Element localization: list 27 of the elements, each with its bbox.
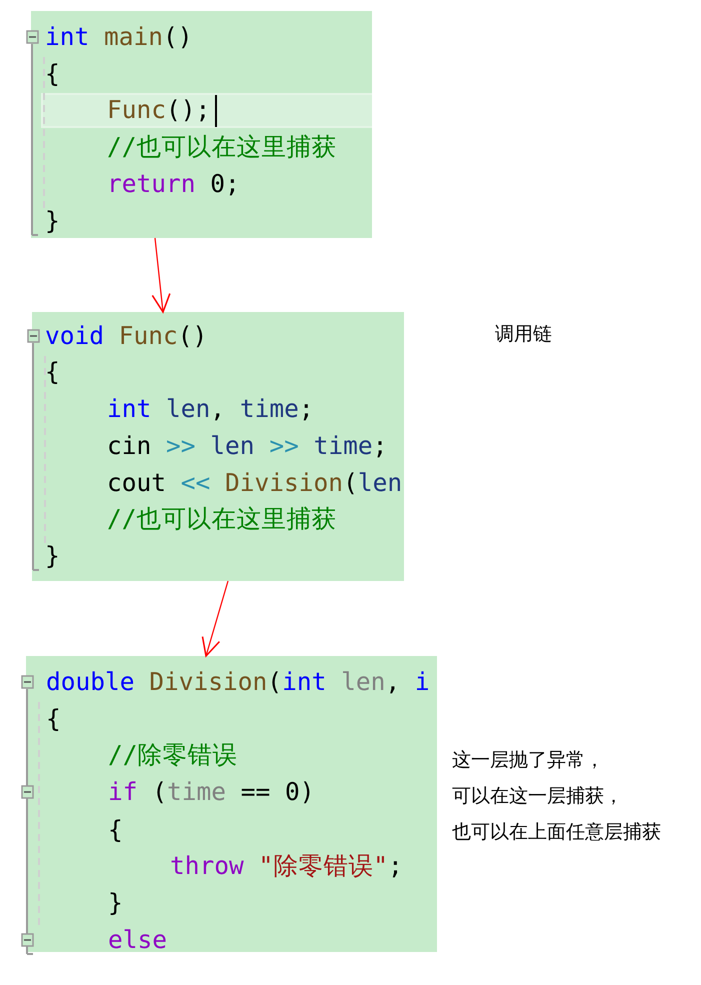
code-line: //也可以在这里捕获 [107, 132, 337, 162]
code-line: } [45, 541, 60, 571]
note-text: 可以在这一层捕获， [452, 784, 623, 808]
code-line: { [46, 704, 61, 734]
diagram-label: 调用链 [495, 322, 552, 346]
code-line: double Division(int len, i [46, 667, 430, 697]
code-line: { [45, 357, 60, 387]
code-line: { [108, 815, 123, 845]
code-line: } [108, 888, 123, 918]
note-text: 这一层抛了异常， [452, 748, 604, 772]
code-line: Func(); [107, 95, 210, 125]
note-text: 也可以在上面任意层捕获 [452, 820, 661, 844]
code-line: void Func() [45, 321, 208, 351]
arrow [202, 580, 229, 657]
code-line: if (time == 0) [108, 777, 315, 807]
code-line: throw "除零错误"; [170, 851, 403, 881]
code-line: int len, time; [107, 394, 314, 424]
code-line: //也可以在这里捕获 [107, 504, 337, 534]
arrow [152, 238, 171, 313]
code-line: return 0; [107, 169, 240, 199]
code-line: int main() [45, 22, 193, 52]
code-line: { [45, 59, 60, 89]
code-line: } [45, 206, 60, 236]
code-line: //除零错误 [108, 740, 238, 770]
code-line: else [108, 925, 168, 955]
code-line: cout << Division(len [107, 468, 402, 498]
code-line: cin >> len >> time; [107, 431, 388, 461]
